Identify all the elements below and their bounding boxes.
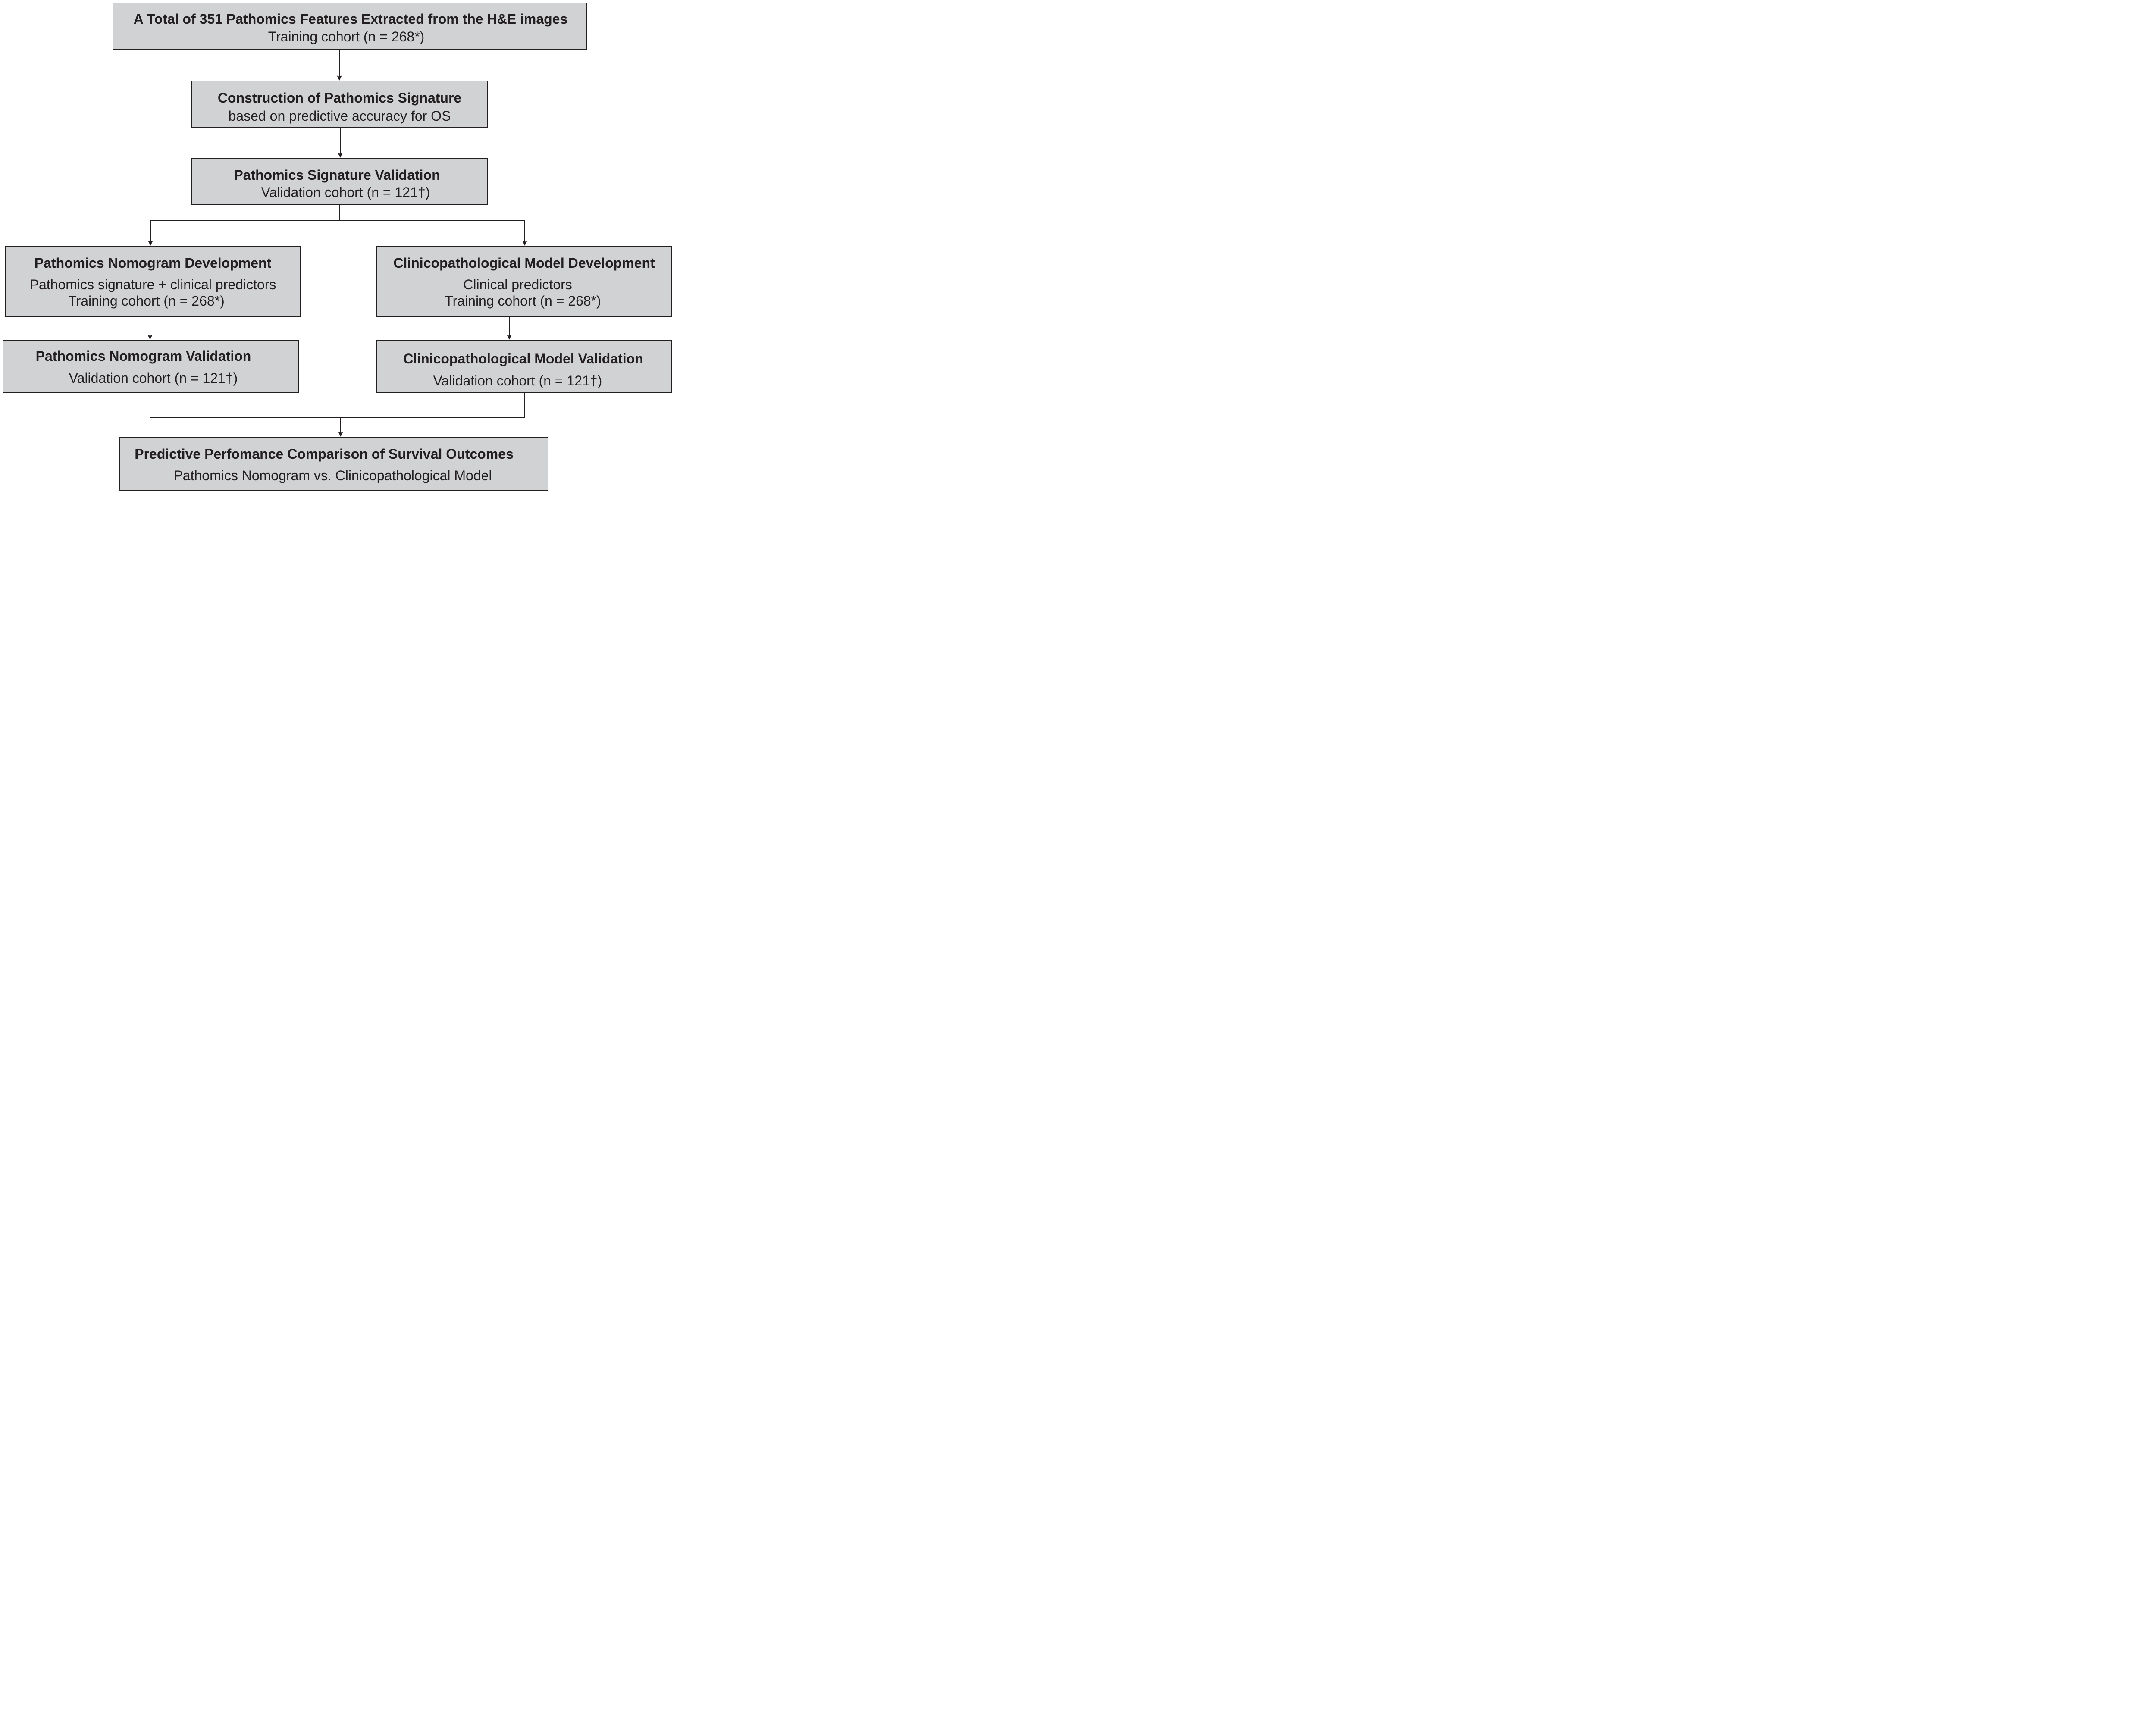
signature-validation-cohort: Validation cohort (n = 121†) (261, 185, 430, 200)
clinical-model-development-box: Clinicopathological Model Development Cl… (376, 246, 672, 317)
nomogram-development-title: Pathomics Nomogram Development (34, 255, 272, 271)
clinical-model-development-title: Clinicopathological Model Development (393, 255, 655, 271)
nomogram-validation-title: Pathomics Nomogram Validation (35, 348, 251, 364)
clinical-model-validation-box: Clinicopathological Model Validation Val… (376, 340, 672, 393)
features-extraction-cohort: Training cohort (n = 268*) (268, 29, 425, 44)
connectors (147, 50, 527, 437)
signature-construction-box: Construction of Pathomics Signature base… (191, 81, 488, 128)
connector-signature-validation-branch (150, 205, 525, 221)
clinical-model-development-cohort: Training cohort (n = 268*) (445, 293, 601, 309)
performance-comparison-models: Pathomics Nomogram vs. Clinicopathologic… (173, 468, 492, 483)
nomogram-validation-cohort: Validation cohort (n = 121†) (69, 370, 238, 386)
nomogram-development-predictors: Pathomics signature + clinical predictor… (29, 277, 276, 292)
clinical-model-validation-title: Clinicopathological Model Validation (403, 351, 643, 366)
signature-validation-title: Pathomics Signature Validation (234, 167, 440, 183)
nomogram-development-cohort: Training cohort (n = 268*) (68, 293, 225, 309)
signature-construction-basis: based on predictive accuracy for OS (228, 108, 451, 124)
performance-comparison-box: Predictive Perfomance Comparison of Surv… (119, 437, 548, 491)
clinical-model-validation-cohort: Validation cohort (n = 121†) (433, 373, 602, 388)
signature-validation-box: Pathomics Signature Validation Validatio… (191, 158, 488, 205)
connector-validations-merge (150, 393, 525, 418)
features-extraction-box: A Total of 351 Pathomics Features Extrac… (113, 3, 587, 50)
nomogram-validation-box: Pathomics Nomogram Validation Validation… (3, 340, 299, 393)
clinical-model-development-predictors: Clinical predictors (463, 277, 572, 292)
features-extraction-title: A Total of 351 Pathomics Features Extrac… (133, 11, 568, 27)
nomogram-development-box: Pathomics Nomogram Development Pathomics… (5, 246, 301, 317)
performance-comparison-title: Predictive Perfomance Comparison of Surv… (135, 446, 514, 462)
signature-construction-title: Construction of Pathomics Signature (217, 90, 462, 106)
